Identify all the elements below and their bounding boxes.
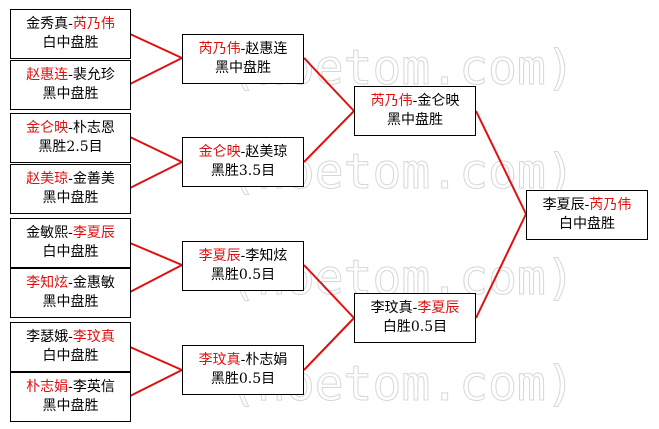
- connector-line: [303, 264, 355, 319]
- match-result: 黑中盘胜: [42, 294, 99, 310]
- player-b-winner: 李夏辰: [417, 300, 460, 316]
- player-b: 赵美琼: [245, 144, 288, 160]
- player-a: 李夏辰: [542, 197, 585, 213]
- connector-line: [303, 317, 355, 371]
- match-result: 白中盘胜: [559, 216, 615, 232]
- player-a-winner: 李知炫: [26, 275, 69, 291]
- match-result: 黑胜3.5目: [210, 163, 276, 179]
- match-box-r2-2: 金仑映-赵美琼 黑胜3.5目: [182, 137, 304, 187]
- player-a: 李瑟娥: [26, 329, 69, 345]
- connector-line: [129, 242, 183, 266]
- player-b: 朴志恩: [72, 120, 115, 136]
- connector-line: [303, 110, 355, 163]
- connector-line: [129, 57, 183, 85]
- player-b-winner: 李夏辰: [72, 225, 115, 241]
- connector-line: [475, 110, 527, 215]
- connector-line: [303, 57, 355, 112]
- match-box-r1-5: 金敏熙-李夏辰 白中盘胜: [10, 218, 131, 268]
- player-b-winner: 芮乃伟: [72, 16, 115, 32]
- match-box-r1-8: 朴志娟-李英信 黑中盘胜: [10, 372, 131, 422]
- match-box-r1-3: 金仑映-朴志恩 黑胜2.5目: [10, 113, 131, 163]
- match-box-r2-3: 李夏辰-李知炫 黑胜0.5目: [182, 241, 304, 291]
- player-b: 李知炫: [245, 248, 288, 264]
- player-a-winner: 芮乃伟: [370, 93, 413, 109]
- connector-line: [129, 346, 183, 371]
- player-a-winner: 李玟真: [198, 352, 241, 368]
- match-result: 白胜0.5目: [382, 319, 448, 335]
- match-result: 白中盘胜: [42, 348, 99, 364]
- match-result: 黑中盘胜: [42, 86, 99, 102]
- match-result: 黑中盘胜: [215, 60, 271, 76]
- match-result: 黑胜0.5目: [210, 371, 276, 387]
- connector-line: [129, 264, 183, 293]
- connector-line: [475, 213, 527, 319]
- player-a-winner: 芮乃伟: [198, 41, 241, 57]
- match-box-r1-4: 赵美琼-金善美 黑中盘胜: [10, 164, 131, 214]
- match-box-r1-7: 李瑟娥-李玟真 白中盘胜: [10, 322, 131, 372]
- player-a-winner: 朴志娟: [26, 379, 69, 395]
- match-box-r1-6: 李知炫-金惠敏 黑中盘胜: [10, 268, 131, 318]
- player-b: 赵惠连: [245, 41, 288, 57]
- player-a-winner: 李夏辰: [198, 248, 241, 264]
- player-a-winner: 赵美琼: [26, 171, 69, 187]
- match-box-r1-1: 金秀真-芮乃伟 白中盘胜: [10, 9, 131, 59]
- connector-line: [129, 369, 183, 397]
- player-b-winner: 芮乃伟: [589, 197, 632, 213]
- match-box-r3-2: 李玟真-李夏辰 白胜0.5目: [354, 293, 476, 343]
- match-box-final: 李夏辰-芮乃伟 白中盘胜: [526, 190, 648, 240]
- player-b-winner: 李玟真: [72, 329, 115, 345]
- player-a: 金敏熙: [26, 225, 69, 241]
- player-a-winner: 金仑映: [198, 144, 241, 160]
- connector-line: [129, 33, 183, 59]
- player-b: 金善美: [72, 171, 115, 187]
- player-b: 金惠敏: [72, 275, 115, 291]
- player-b: 裴允珍: [72, 67, 115, 83]
- player-b: 李英信: [72, 379, 115, 395]
- player-a-winner: 金仑映: [26, 120, 69, 136]
- match-result: 黑中盘胜: [42, 398, 99, 414]
- match-result: 黑胜2.5目: [38, 139, 103, 155]
- connector-line: [129, 161, 183, 189]
- player-a: 金秀真: [26, 16, 69, 32]
- player-b: 朴志娟: [245, 352, 288, 368]
- match-result: 黑胜0.5目: [210, 267, 276, 283]
- player-b: 金仑映: [417, 93, 460, 109]
- match-result: 白中盘胜: [42, 35, 99, 51]
- match-result: 黑中盘胜: [42, 190, 99, 206]
- player-a-winner: 赵惠连: [26, 67, 69, 83]
- player-a: 李玟真: [370, 300, 413, 316]
- match-box-r3-1: 芮乃伟-金仑映 黑中盘胜: [354, 86, 476, 136]
- match-result: 黑中盘胜: [387, 112, 443, 128]
- connector-line: [129, 136, 183, 163]
- match-box-r2-1: 芮乃伟-赵惠连 黑中盘胜: [182, 34, 304, 84]
- match-result: 白中盘胜: [42, 244, 99, 260]
- match-box-r1-2: 赵惠连-裴允珍 黑中盘胜: [10, 60, 131, 110]
- match-box-r2-4: 李玟真-朴志娟 黑胜0.5目: [182, 345, 304, 395]
